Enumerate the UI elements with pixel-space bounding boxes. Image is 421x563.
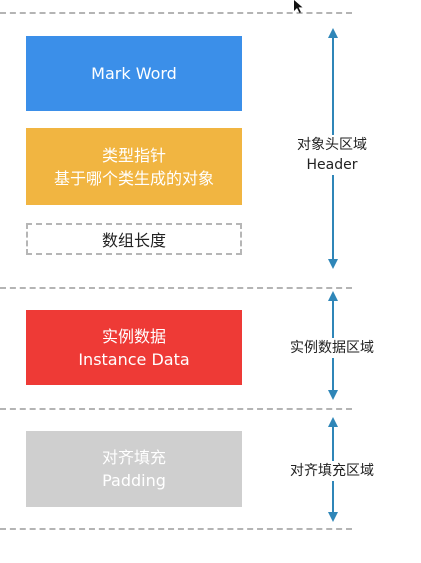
header-region-english: Header — [306, 157, 358, 173]
type-pointer-label: 类型指针 — [101, 145, 166, 165]
padding-desc: Padding — [102, 471, 166, 490]
header-region-label: 对象头区域 Header — [262, 135, 402, 175]
mouse-cursor-icon — [294, 0, 303, 13]
type-pointer-desc: 基于哪个类生成的对象 — [53, 168, 214, 188]
section-divider-bottom — [0, 528, 352, 530]
array-length-label: 数组长度 — [101, 231, 166, 250]
padding-region-name: 对齐填充区域 — [290, 463, 374, 479]
section-divider-instance-end — [0, 408, 352, 410]
section-divider-top — [0, 12, 352, 14]
instance-data-desc: Instance Data — [78, 349, 190, 369]
padding-region-label: 对齐填充区域 — [262, 461, 402, 481]
array-length-block: 数组长度 — [26, 223, 242, 255]
instance-region-name: 实例数据区域 — [290, 340, 374, 356]
header-region-name: 对象头区域 — [297, 137, 367, 153]
section-divider-header-end — [0, 287, 352, 289]
mark-word-label: Mark Word — [91, 64, 177, 83]
instance-region-label: 实例数据区域 — [262, 338, 402, 358]
instance-data-label: 实例数据 — [101, 326, 166, 346]
instance-data-block: 实例数据 Instance Data — [26, 310, 242, 385]
mark-word-block: Mark Word — [26, 36, 242, 111]
padding-label: 对齐填充 — [101, 448, 166, 467]
padding-block: 对齐填充 Padding — [26, 431, 242, 507]
type-pointer-block: 类型指针 基于哪个类生成的对象 — [26, 128, 242, 205]
